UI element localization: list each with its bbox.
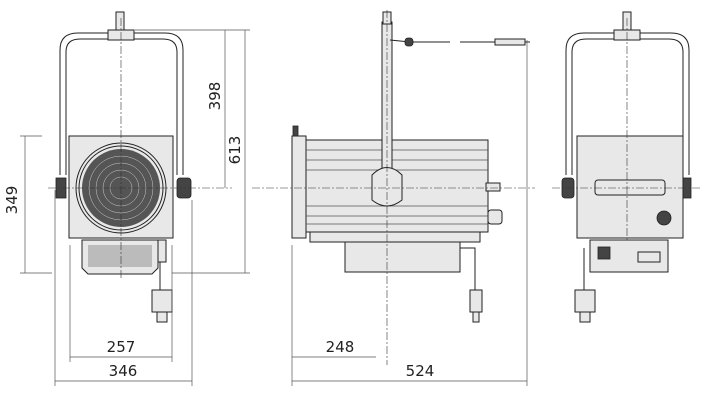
dim-524: 524 (406, 362, 435, 380)
front-view (48, 11, 232, 323)
dim-398: 398 (206, 82, 224, 111)
side-view (252, 10, 535, 365)
dim-613: 613 (226, 136, 244, 165)
side-dimensions: 248 524 (291, 40, 528, 386)
dim-257: 257 (107, 338, 136, 356)
dim-346: 346 (109, 362, 138, 380)
front-dimensions: 398 613 349 257 346 (3, 29, 250, 386)
dim-349: 349 (3, 186, 21, 215)
back-view (552, 11, 700, 323)
dim-248: 248 (326, 338, 355, 356)
